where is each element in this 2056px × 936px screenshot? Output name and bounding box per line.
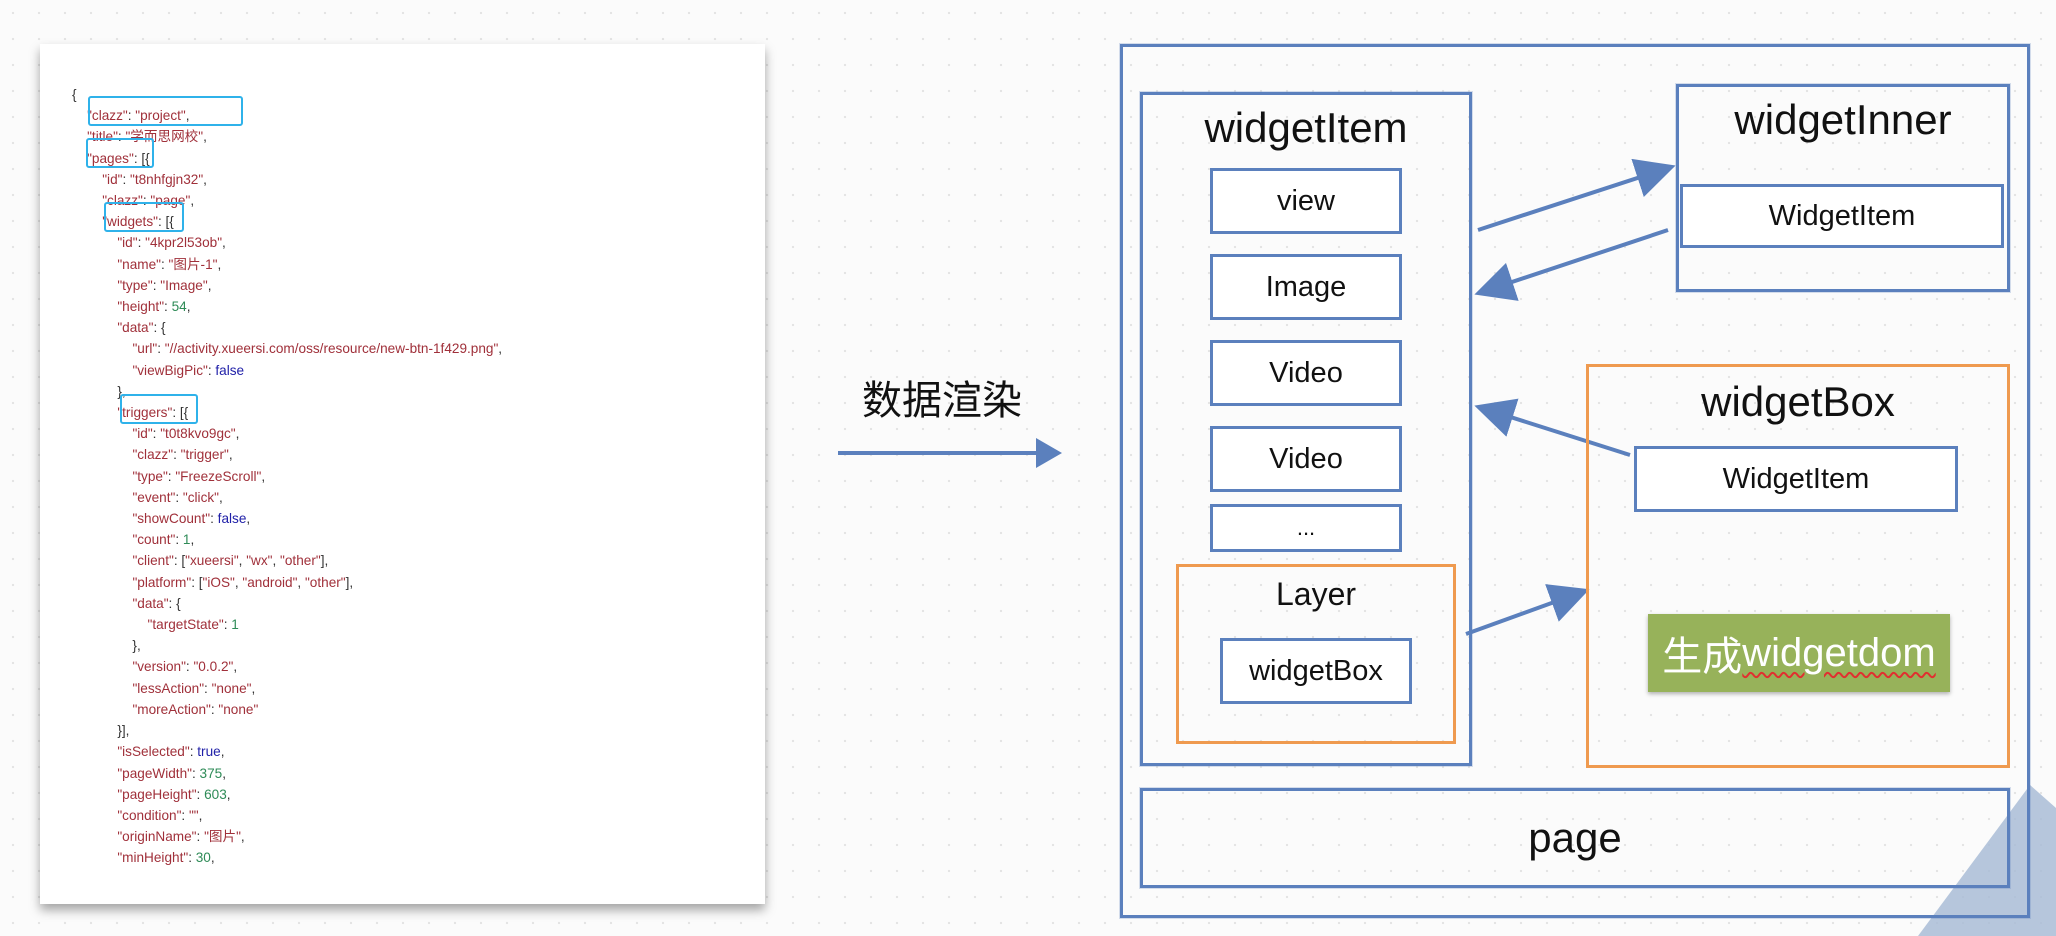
highlight-pages	[86, 138, 154, 168]
json-code-line: "url": "//activity.xueersi.com/oss/resou…	[132, 341, 503, 357]
json-code-line: "pages": [{	[87, 150, 150, 166]
json-code-line: "viewBigPic": false	[132, 362, 245, 378]
json-code-line: "version": "0.0.2",	[132, 659, 238, 675]
json-code-line: "id": "4kpr2l53ob",	[117, 235, 226, 251]
widget-box-widget-item: WidgetItem	[1634, 446, 1958, 512]
json-code-line: "title": "学而思网校",	[87, 129, 207, 145]
json-code-line: "platform": ["iOS", "android", "other"],	[132, 574, 354, 590]
widget-box-container	[1586, 364, 2010, 768]
layer-widget-box: widgetBox	[1220, 638, 1412, 704]
render-label: 数据渲染	[862, 378, 1022, 424]
json-code-line: "id": "t0t8kvo9gc",	[132, 426, 240, 442]
generate-button-latin: widgetdom	[1742, 630, 1936, 675]
generate-button-prefix: 生成	[1662, 634, 1743, 680]
json-code-line: "clazz": "trigger",	[132, 447, 233, 463]
widget-item-child-image: Image	[1210, 254, 1402, 320]
arrow-box-to-item	[1474, 398, 1631, 457]
json-code-line: "clazz": "project",	[87, 108, 190, 124]
page-label: page	[1528, 814, 1622, 861]
arrow-layer-to-box	[1465, 584, 1590, 636]
widget-inner-container	[1676, 84, 2010, 292]
json-code-line: "targetState": 1	[147, 617, 239, 633]
json-code-line: "pageHeight": 603,	[117, 786, 231, 802]
json-code-line: "data": {	[117, 320, 166, 336]
json-code-line: "triggers": [{	[117, 405, 189, 421]
json-code-line: {	[72, 87, 77, 102]
arrow-item-to-inner	[1477, 158, 1676, 232]
json-code-line: "height": 54,	[117, 299, 191, 315]
json-code-line: "moreAction": "none"	[132, 701, 259, 717]
widget-item-child-video-1: Video	[1210, 340, 1402, 406]
json-code-line: "pageWidth": 375,	[117, 765, 226, 781]
highlight-clazz	[88, 96, 243, 126]
json-code-line: "id": "t8nhfgjn32",	[102, 171, 207, 187]
arrow-inner-to-item	[1474, 228, 1669, 301]
widget-item-container	[1140, 92, 1472, 766]
json-code-line: "type": "FreezeScroll",	[132, 468, 266, 484]
json-code-line: }],	[72, 723, 130, 739]
json-code-line: "count": 1,	[132, 532, 195, 548]
layer-title: Layer	[1275, 576, 1357, 612]
layer-container	[1176, 564, 1456, 744]
json-code-line: "isSelected": true,	[117, 744, 225, 760]
widget-item-child-view: view	[1210, 168, 1402, 234]
json-code-line: "minHeight": 30,	[117, 850, 215, 866]
json-code-line: "name": "图片-1",	[117, 256, 222, 272]
corner-fold-decoration	[1918, 785, 2056, 936]
json-code-line: "showCount": false,	[132, 511, 251, 527]
widget-item-child-video-2: Video	[1210, 426, 1402, 492]
json-code-text: { "clazz": "project", "title": "学而思网校", …	[72, 84, 502, 869]
json-code-line: "originName": "图片",	[117, 829, 245, 845]
json-code-line: },	[72, 638, 141, 654]
json-code-line: "clazz": "page",	[102, 193, 195, 209]
json-code-panel: { "clazz": "project", "title": "学而思网校", …	[40, 44, 765, 904]
render-arrow	[838, 438, 1062, 468]
json-code-line: "type": "Image",	[117, 277, 212, 293]
json-code-line: "widgets": [{	[102, 214, 174, 230]
json-code-line: "lessAction": "none",	[132, 680, 256, 696]
widget-inner-widget-item: WidgetItem	[1680, 184, 2004, 248]
diagram-frame	[1120, 44, 2030, 918]
widget-box-title: widgetBox	[1701, 378, 1895, 425]
json-code-line: },	[72, 383, 126, 399]
highlight-triggers	[120, 394, 198, 424]
widget-item-child-more: ...	[1210, 504, 1402, 552]
page-container	[1140, 788, 2010, 888]
json-code-line: "data": {	[132, 595, 181, 611]
highlight-widgets	[104, 202, 184, 232]
json-code-line: "condition": "",	[117, 807, 203, 823]
widget-inner-title: widgetInner	[1734, 96, 1952, 143]
json-code-line: "event": "click",	[132, 489, 223, 505]
widget-item-title: widgetItem	[1204, 104, 1408, 151]
json-code-line: "client": ["xueersi", "wx", "other"],	[132, 553, 329, 569]
